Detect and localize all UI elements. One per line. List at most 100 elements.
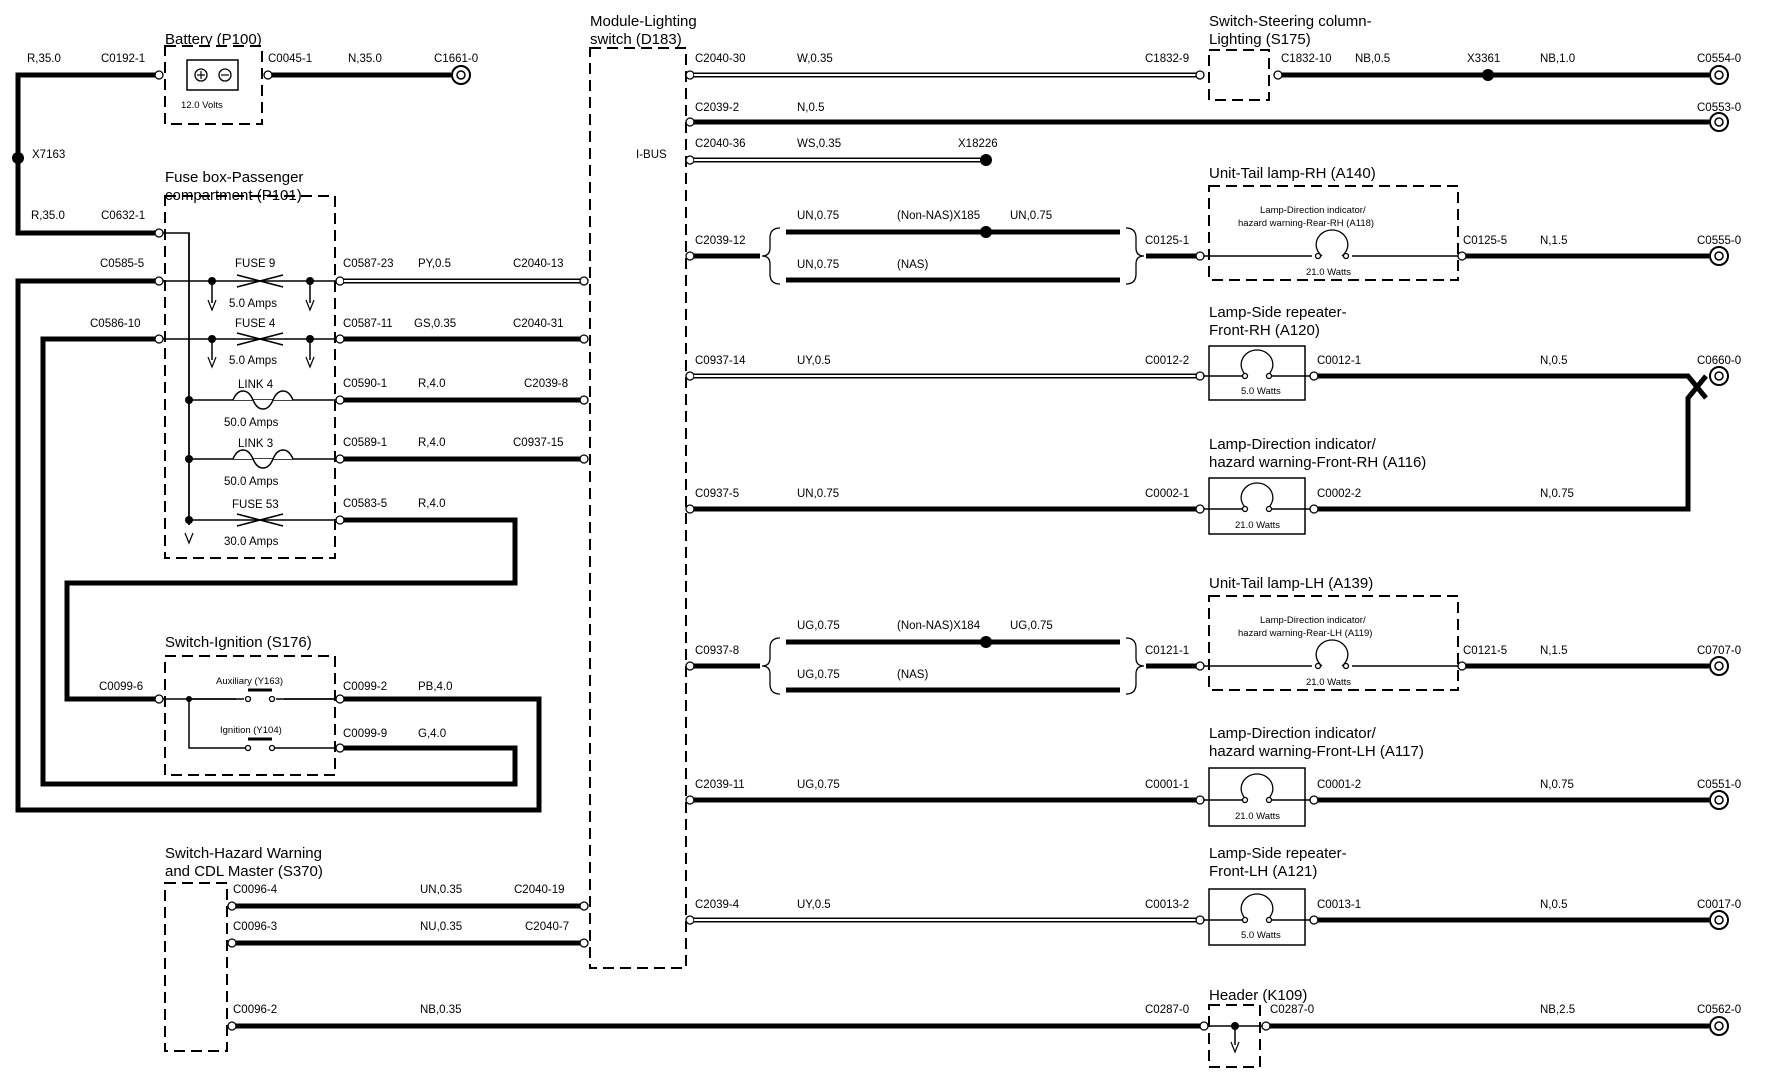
ground-c0551 <box>1709 790 1729 810</box>
svg-text:C0121-1: C0121-1 <box>1145 645 1189 657</box>
wire-c2040-36 <box>694 154 992 166</box>
svg-text:5.0 Amps: 5.0 Amps <box>229 355 277 367</box>
svg-text:(NAS): (NAS) <box>897 259 928 271</box>
svg-text:C0013-1: C0013-1 <box>1317 899 1361 911</box>
fuse-53: FUSE 53 30.0 Amps <box>184 499 340 548</box>
svg-text:X3361: X3361 <box>1467 53 1500 65</box>
fuse-4: FUSE 4 5.0 Amps <box>159 318 340 369</box>
direction-indicator-front-rh: Lamp-Direction indicator/ hazard warning… <box>1204 436 1426 535</box>
svg-text:21.0 Watts: 21.0 Watts <box>1306 267 1351 278</box>
svg-text:21.0 Watts: 21.0 Watts <box>1235 520 1280 531</box>
svg-text:hazard warning-Rear-LH (A119): hazard warning-Rear-LH (A119) <box>1238 628 1372 639</box>
ground-c0562 <box>1709 1016 1729 1036</box>
ground-c0707 <box>1709 656 1729 676</box>
svg-text:5.0 Watts: 5.0 Watts <box>1241 930 1281 941</box>
svg-text:C2040-36: C2040-36 <box>695 138 746 150</box>
svg-text:C0096-2: C0096-2 <box>233 1004 277 1016</box>
svg-text:C0002-1: C0002-1 <box>1145 488 1189 500</box>
svg-text:FUSE 9: FUSE 9 <box>235 258 275 270</box>
svg-text:50.0 Amps: 50.0 Amps <box>224 417 279 429</box>
svg-text:C0587-23: C0587-23 <box>343 258 394 270</box>
svg-text:C0001-2: C0001-2 <box>1317 779 1361 791</box>
svg-text:C0587-11: C0587-11 <box>343 318 393 330</box>
wire-c0937-14 <box>694 371 1205 381</box>
svg-text:hazard warning-Front-LH (A117): hazard warning-Front-LH (A117) <box>1209 743 1424 760</box>
svg-text:LINK 3: LINK 3 <box>238 438 273 450</box>
svg-text:5.0 Watts: 5.0 Watts <box>1241 386 1281 397</box>
svg-text:C0017-0: C0017-0 <box>1697 899 1741 911</box>
svg-text:N,35.0: N,35.0 <box>348 53 382 65</box>
svg-text:Header (K109): Header (K109) <box>1209 987 1307 1004</box>
svg-text:UG,0.75: UG,0.75 <box>797 669 840 681</box>
svg-text:30.0 Amps: 30.0 Amps <box>224 536 279 548</box>
svg-text:NB,0.35: NB,0.35 <box>420 1004 462 1016</box>
svg-text:and CDL Master (S370): and CDL Master (S370) <box>165 863 323 880</box>
svg-text:C0287-0: C0287-0 <box>1270 1004 1314 1016</box>
svg-text:C0287-0: C0287-0 <box>1145 1004 1189 1016</box>
svg-text:C0125-1: C0125-1 <box>1145 235 1189 247</box>
side-repeater-front-lh: Lamp-Side repeater- Front-LH (A121) 5.0 … <box>1204 845 1347 946</box>
wire-c0002-2 <box>1318 374 1708 512</box>
battery: Battery (P100) 12.0 Volts <box>164 31 263 125</box>
svg-text:C0937-8: C0937-8 <box>695 645 739 657</box>
svg-text:C0937-5: C0937-5 <box>695 488 739 500</box>
svg-text:Switch-Hazard Warning: Switch-Hazard Warning <box>165 845 322 862</box>
lighting-module: Module-Lighting switch (D183) I-BUS <box>589 13 697 969</box>
svg-text:C0012-1: C0012-1 <box>1317 355 1361 367</box>
svg-text:Front-RH (A120): Front-RH (A120) <box>1209 322 1320 339</box>
svg-text:C0586-10: C0586-10 <box>90 318 141 330</box>
svg-text:Front-LH (A121): Front-LH (A121) <box>1209 863 1317 880</box>
svg-text:Auxiliary (Y163): Auxiliary (Y163) <box>216 676 283 687</box>
svg-text:UN,0.75: UN,0.75 <box>797 488 839 500</box>
svg-text:PY,0.5: PY,0.5 <box>418 258 451 270</box>
svg-text:UG,0.75: UG,0.75 <box>1010 620 1053 632</box>
wire-c0590-1 <box>344 395 589 405</box>
direction-indicator-front-lh: Lamp-Direction indicator/ hazard warning… <box>1204 725 1424 827</box>
svg-text:N,1.5: N,1.5 <box>1540 235 1568 247</box>
svg-text:Ignition (Y104): Ignition (Y104) <box>220 725 282 736</box>
side-repeater-front-rh: Lamp-Side repeater- Front-RH (A120) 5.0 … <box>1204 304 1347 401</box>
svg-text:5.0 Amps: 5.0 Amps <box>229 298 277 310</box>
svg-text:C0099-9: C0099-9 <box>343 728 387 740</box>
svg-text:50.0 Amps: 50.0 Amps <box>224 476 279 488</box>
svg-text:R,4.0: R,4.0 <box>418 498 446 510</box>
svg-text:C0001-1: C0001-1 <box>1145 779 1189 791</box>
svg-text:C0590-1: C0590-1 <box>343 378 387 390</box>
ground-c0017 <box>1709 910 1729 930</box>
svg-text:C0660-0: C0660-0 <box>1697 355 1741 367</box>
svg-text:C0937-15: C0937-15 <box>513 437 564 449</box>
svg-text:GS,0.35: GS,0.35 <box>414 318 456 330</box>
svg-text:(NAS): (NAS) <box>897 669 928 681</box>
wire-c0012-1 <box>1318 373 1708 400</box>
svg-text:FUSE 53: FUSE 53 <box>232 499 279 511</box>
svg-text:Lamp-Direction indicator/: Lamp-Direction indicator/ <box>1209 436 1377 453</box>
ground-c1661 <box>451 65 471 85</box>
ground-c0660 <box>1709 366 1729 386</box>
wire-c0587-11 <box>344 334 589 344</box>
svg-text:C0045-1: C0045-1 <box>268 53 312 65</box>
svg-text:UN,0.35: UN,0.35 <box>420 884 462 896</box>
svg-text:N,0.75: N,0.75 <box>1540 488 1574 500</box>
svg-text:C0099-2: C0099-2 <box>343 681 387 693</box>
svg-text:C2040-13: C2040-13 <box>513 258 564 270</box>
battery-title: Battery (P100) <box>165 31 262 48</box>
svg-text:LINK 4: LINK 4 <box>238 379 274 391</box>
svg-text:C0553-0: C0553-0 <box>1697 102 1741 114</box>
svg-text:C0937-14: C0937-14 <box>695 355 746 367</box>
svg-text:C0589-1: C0589-1 <box>343 437 387 449</box>
svg-text:N,0.75: N,0.75 <box>1540 779 1574 791</box>
svg-text:C1661-0: C1661-0 <box>434 53 478 65</box>
svg-text:C0096-3: C0096-3 <box>233 921 277 933</box>
svg-text:N,0.5: N,0.5 <box>797 102 825 114</box>
header-k109: Header (K109) <box>1199 987 1307 1068</box>
svg-text:NU,0.35: NU,0.35 <box>420 921 462 933</box>
wire-c0586-10 <box>40 336 518 787</box>
svg-text:(Non-NAS)X184: (Non-NAS)X184 <box>897 620 981 632</box>
svg-text:R,4.0: R,4.0 <box>418 378 446 390</box>
svg-text:NB,1.0: NB,1.0 <box>1540 53 1575 65</box>
svg-text:C0707-0: C0707-0 <box>1697 645 1741 657</box>
svg-text:(Non-NAS)X185: (Non-NAS)X185 <box>897 210 980 222</box>
svg-text:C0012-2: C0012-2 <box>1145 355 1189 367</box>
svg-text:C0125-5: C0125-5 <box>1463 235 1507 247</box>
